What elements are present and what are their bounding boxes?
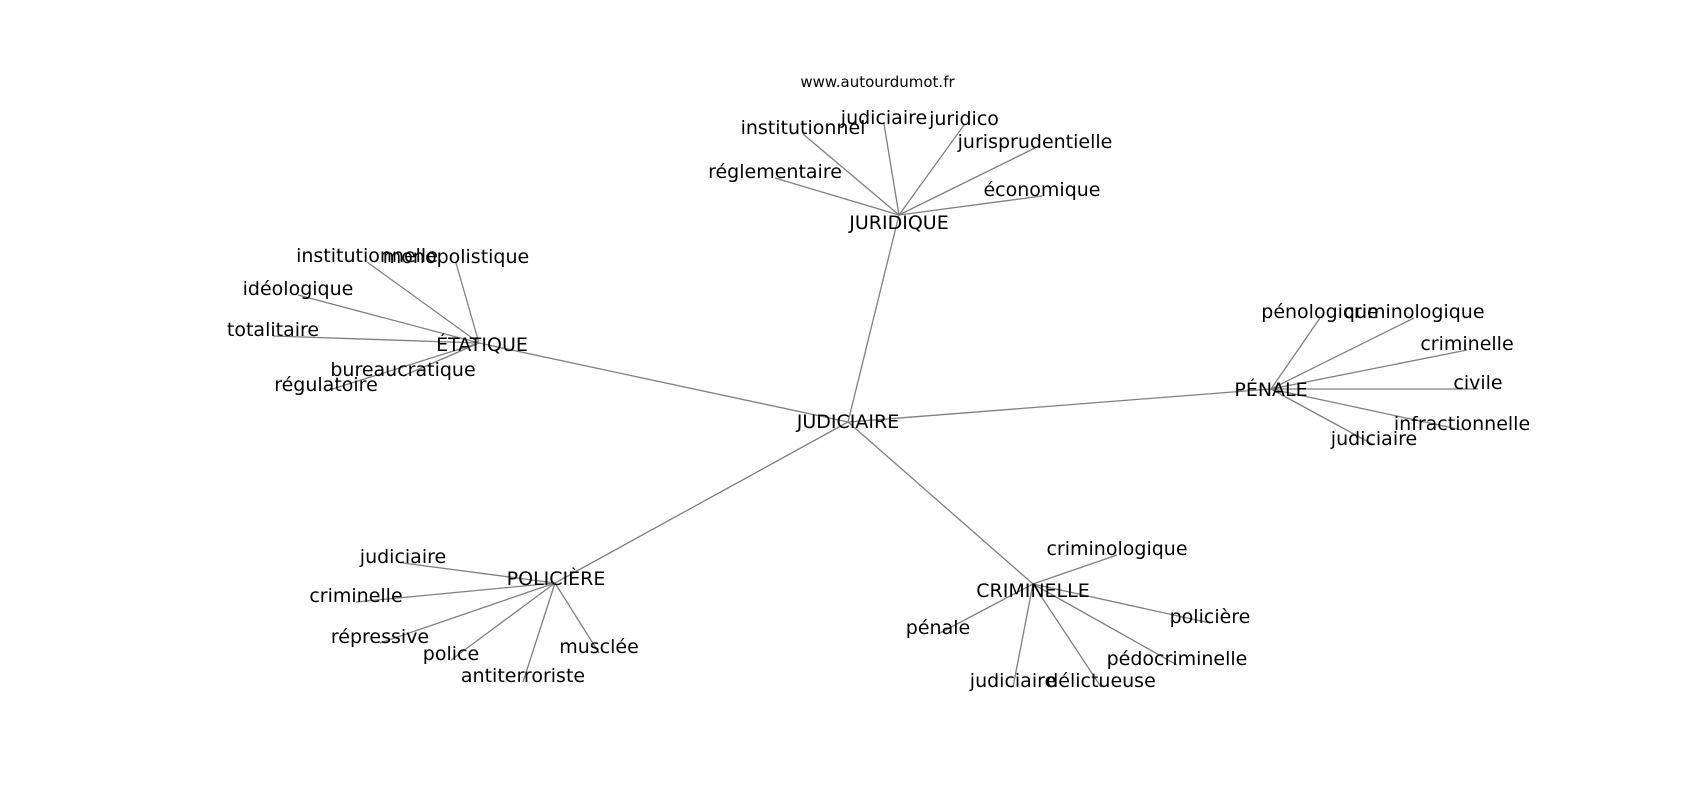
node-leaf-juridique-0[interactable]: institutionnel xyxy=(741,117,866,139)
node-leaf-criminelle-1[interactable]: pénale xyxy=(906,617,970,639)
edge-penale-5 xyxy=(1270,388,1375,446)
node-leaf-policiere-4[interactable]: musclée xyxy=(559,636,639,658)
edge-criminelle-1 xyxy=(937,583,1034,635)
edge-policiere-5 xyxy=(522,582,556,683)
edge-criminelle-0 xyxy=(1032,554,1118,585)
edge-juridique-4 xyxy=(774,177,900,216)
site-watermark: www.autourdumot.fr xyxy=(800,73,955,91)
node-leaf-juridique-2[interactable]: juridico xyxy=(928,108,999,130)
node-leaf-penale-2[interactable]: criminelle xyxy=(1420,333,1513,355)
node-leaf-policiere-5[interactable]: antiterroriste xyxy=(461,665,585,687)
node-branch-etatique[interactable]: ÉTATIQUE xyxy=(436,333,528,356)
node-branch-juridique[interactable]: JURIDIQUE xyxy=(848,212,948,234)
node-leaf-juridique-3[interactable]: jurisprudentielle xyxy=(957,131,1113,153)
node-center-judiciaire[interactable]: JUDICIAIRE xyxy=(796,411,899,433)
node-leaf-penale-5[interactable]: judiciaire xyxy=(1330,428,1417,450)
edge-policiere-3 xyxy=(450,582,556,661)
edge-criminelle-4 xyxy=(1012,583,1034,688)
edge-policiere-4 xyxy=(554,582,600,654)
node-leaf-etatique-4[interactable]: bureaucratique xyxy=(330,359,475,381)
edge-juridique-1 xyxy=(883,123,900,216)
edge-criminelle-5 xyxy=(1032,583,1102,688)
edge-center-etatique xyxy=(478,342,849,423)
edge-penale-4 xyxy=(1270,388,1463,431)
edge-policiere-1 xyxy=(355,582,556,603)
edge-etatique-0 xyxy=(366,261,480,344)
node-leaf-juridique-4[interactable]: réglementaire xyxy=(708,161,842,183)
edge-criminelle-2 xyxy=(1032,583,1211,624)
edge-center-penale xyxy=(847,388,1272,423)
edge-juridique-2 xyxy=(898,124,965,216)
edge-etatique-1 xyxy=(455,262,480,344)
node-leaf-juridique-1[interactable]: judiciaire xyxy=(840,107,927,129)
node-leaf-etatique-2[interactable]: idéologique xyxy=(243,278,354,300)
node-leaf-criminelle-2[interactable]: policière xyxy=(1170,606,1251,628)
node-branch-penale[interactable]: PÉNALE xyxy=(1234,378,1307,401)
edge-criminelle-3 xyxy=(1032,583,1178,666)
graph-labels: JUDICIAIREJURIDIQUEinstitutionneljudicia… xyxy=(227,107,1530,692)
node-leaf-policiere-1[interactable]: criminelle xyxy=(309,585,402,607)
node-leaf-etatique-0[interactable]: institutionnelle xyxy=(296,245,438,267)
edge-juridique-3 xyxy=(898,147,1036,216)
edge-etatique-5 xyxy=(325,342,480,392)
node-leaf-penale-1[interactable]: criminologique xyxy=(1343,301,1484,323)
node-leaf-etatique-5[interactable]: régulatoire xyxy=(274,374,378,396)
node-leaf-criminelle-5[interactable]: délictueuse xyxy=(1046,670,1156,692)
edge-penale-2 xyxy=(1270,349,1468,390)
node-leaf-policiere-3[interactable]: police xyxy=(423,643,479,665)
edge-center-criminelle xyxy=(847,421,1034,585)
edge-juridique-5 xyxy=(898,195,1043,216)
node-leaf-criminelle-3[interactable]: pédocriminelle xyxy=(1107,648,1248,670)
edge-penale-0 xyxy=(1270,317,1321,390)
edge-policiere-2 xyxy=(379,582,556,644)
node-leaf-etatique-1[interactable]: monopolistique xyxy=(383,246,529,268)
node-leaf-penale-4[interactable]: infractionnelle xyxy=(1394,413,1530,435)
node-leaf-etatique-3[interactable]: totalitaire xyxy=(227,319,319,341)
edge-etatique-4 xyxy=(402,342,480,377)
node-leaf-juridique-5[interactable]: économique xyxy=(983,179,1100,201)
graph-edges xyxy=(272,123,1478,688)
node-leaf-policiere-0[interactable]: judiciaire xyxy=(359,546,446,568)
node-leaf-criminelle-4[interactable]: judiciaire xyxy=(969,670,1056,692)
edge-policiere-0 xyxy=(402,562,556,584)
node-leaf-penale-0[interactable]: pénologique xyxy=(1261,301,1378,323)
node-branch-criminelle[interactable]: CRIMINELLE xyxy=(976,580,1089,602)
node-branch-policiere[interactable]: POLICIÈRE xyxy=(507,567,606,590)
edge-juridique-0 xyxy=(802,133,900,216)
edge-etatique-3 xyxy=(272,335,480,344)
edge-center-juridique xyxy=(847,214,900,423)
node-leaf-policiere-2[interactable]: répressive xyxy=(331,626,429,648)
edge-etatique-2 xyxy=(297,294,480,344)
edge-penale-1 xyxy=(1270,317,1415,390)
node-leaf-criminelle-0[interactable]: criminologique xyxy=(1046,538,1187,560)
node-leaf-penale-3[interactable]: civile xyxy=(1453,372,1502,394)
edge-center-policiere xyxy=(554,421,849,584)
